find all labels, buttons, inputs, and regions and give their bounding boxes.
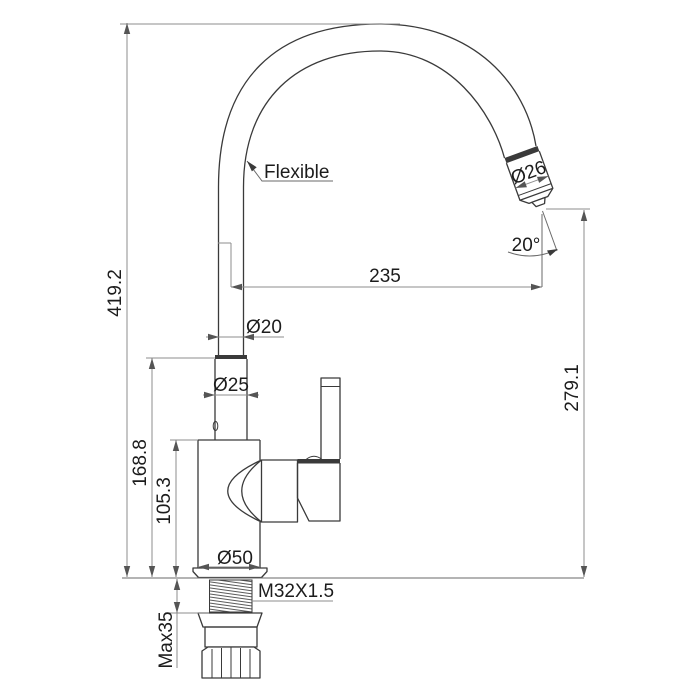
dim-horizontal-reach: 235 bbox=[369, 266, 401, 287]
dim-riser-diameter: Ø25 bbox=[213, 375, 249, 396]
spacer-cone bbox=[204, 626, 258, 648]
dim-spray-angle: 20° bbox=[512, 235, 541, 256]
gooseneck-spout-outline bbox=[217, 23, 537, 355]
spout-nozzle bbox=[531, 196, 546, 208]
set-screw-dot bbox=[212, 420, 219, 432]
spout-tip-band bbox=[504, 146, 540, 164]
body-outline bbox=[197, 439, 261, 568]
threaded-shank bbox=[209, 579, 253, 613]
dim-height-to-riser-top: 168.8 bbox=[130, 439, 151, 487]
dim-mounting-thread: M32X1.5 bbox=[258, 581, 334, 602]
dim-spout-outlet-height: 279.1 bbox=[562, 364, 583, 412]
dim-max-counter-thickness: Max35 bbox=[156, 611, 177, 668]
cartridge-body bbox=[296, 463, 341, 522]
cartridge-collar bbox=[260, 459, 299, 523]
nut-knurling bbox=[211, 647, 251, 678]
ball-joint-inner-curve bbox=[241, 459, 262, 523]
spout-tip-cap bbox=[519, 187, 554, 204]
spout-tip: Ø26 bbox=[504, 146, 554, 208]
cartridge-top-band bbox=[297, 459, 340, 464]
mounting-assembly bbox=[122, 567, 584, 679]
flexible-label: Flexible bbox=[264, 162, 329, 183]
flexible-annotation: Flexible bbox=[246, 160, 333, 183]
dim-body-height: 105.3 bbox=[154, 477, 175, 525]
dim-overall-height: 419.2 bbox=[105, 269, 126, 317]
riser-outline bbox=[212, 355, 248, 440]
handle-lever bbox=[320, 377, 341, 459]
dimension-lines: 419.2 168.8 105.3 Max35 279.1 235 Ø20 bbox=[105, 23, 590, 669]
ball-joint-outer-curve bbox=[227, 459, 262, 523]
base-flange bbox=[192, 567, 268, 579]
lock-washer bbox=[197, 612, 263, 628]
dim-body-diameter: Ø50 bbox=[217, 548, 253, 569]
spray-angle-annotation: 20° bbox=[507, 210, 558, 287]
cartridge-and-handle bbox=[227, 377, 341, 523]
dim-flexible-tube-diameter: Ø20 bbox=[246, 317, 282, 338]
riser-joint-band bbox=[215, 355, 247, 359]
dim-spout-end-diameter: Ø26 bbox=[508, 157, 549, 189]
